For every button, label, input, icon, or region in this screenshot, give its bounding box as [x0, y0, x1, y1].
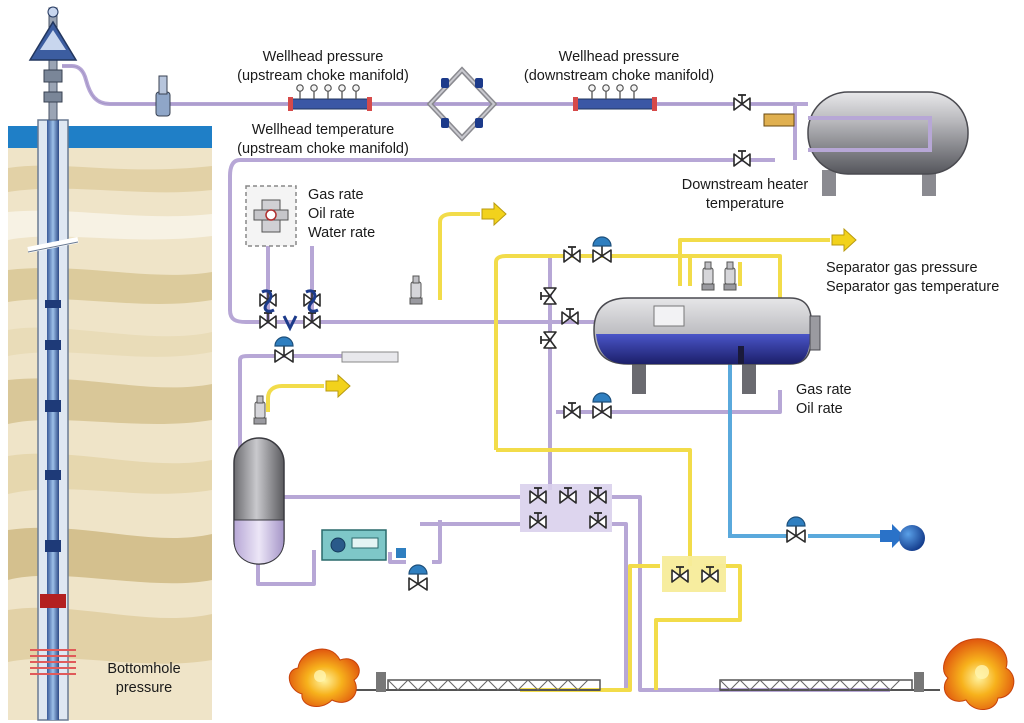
control-valve-icon: [592, 236, 612, 263]
label-separator-rates: Gas rate Oil rate: [796, 382, 852, 417]
label-wellhead-pressure-downstream: Wellhead pressure (downstream choke mani…: [523, 49, 715, 84]
separator-vessel: [593, 297, 821, 394]
valve-icon: [563, 402, 581, 419]
label-separator-gas: Separator gas pressure Separator gas tem…: [826, 260, 1000, 295]
control-valve-icon: [408, 564, 428, 591]
label-wellhead-pressure-upstream: Wellhead pressure (upstream choke manifo…: [237, 49, 409, 84]
valve-icon: [733, 150, 751, 167]
arrow-icon: [831, 228, 857, 252]
surge-tank: [233, 437, 285, 565]
control-valve-icon: [274, 336, 294, 363]
control-valve-icon: [786, 516, 806, 543]
arrow-icon: [481, 202, 507, 226]
valve-icon: [563, 246, 581, 263]
arrow-icon: [325, 374, 351, 398]
choke-manifold: [426, 66, 498, 142]
flare-icon: [943, 638, 1015, 710]
water-line: [728, 362, 880, 538]
ssv-valve: [155, 75, 171, 117]
wellbore: [27, 119, 79, 721]
valve-icon: [733, 94, 751, 111]
valve-icon: [540, 331, 557, 349]
label-meter-rates: Gas rate Oil rate Water rate: [308, 187, 376, 241]
label-downstream-heater-temperature: Downstream heater temperature: [681, 177, 809, 212]
water-outlet: [880, 524, 925, 551]
flow-meter-box: [245, 185, 297, 247]
right-flare-boom: [719, 672, 940, 692]
valve-icon: [540, 287, 557, 305]
upstream-instrument-run: [288, 84, 372, 111]
bottomhole-gauge: [30, 594, 76, 675]
wellhead-tree: [28, 6, 78, 121]
downstream-instrument-run: [573, 84, 657, 111]
pump-unit: [321, 529, 406, 561]
flowline-main: [62, 65, 808, 105]
label-bottomhole-pressure: Bottomhole pressure: [107, 661, 181, 696]
heater-vessel: [763, 91, 969, 196]
control-valve-icon: [592, 392, 612, 419]
flare-icon: [288, 648, 360, 708]
vent-nozzle: [341, 351, 399, 363]
left-flare-boom: [340, 672, 601, 692]
meter-coils: [261, 289, 319, 332]
label-wellhead-temperature-upstream: Wellhead temperature (upstream choke man…: [237, 122, 409, 157]
